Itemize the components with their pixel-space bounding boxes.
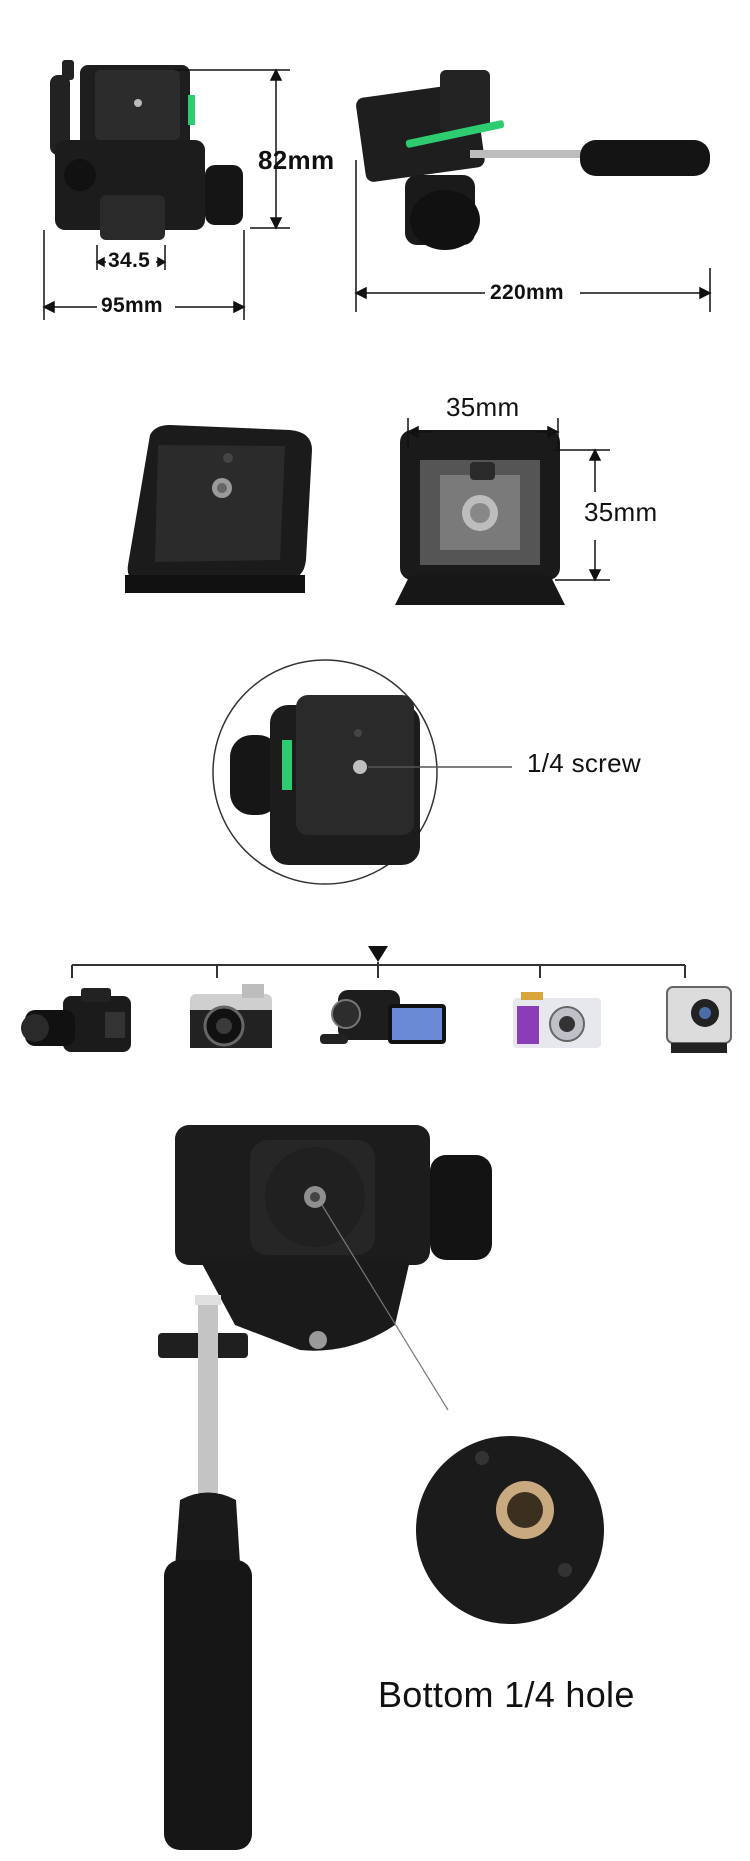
length-label: 220mm — [490, 281, 564, 304]
plate-width-label: 35mm — [446, 392, 520, 422]
tripod-head-front-image — [42, 60, 712, 320]
width-label: 95mm — [101, 294, 163, 317]
dslr-camera-icon — [21, 988, 131, 1052]
compact-camera-icon — [513, 992, 601, 1048]
screw-closeup-image — [212, 659, 512, 885]
mirrorless-camera-icon — [190, 984, 272, 1048]
compatibility-bracket — [71, 946, 686, 978]
height-label: 82mm — [258, 145, 335, 175]
tripod-head-bottom-image — [158, 1125, 604, 1850]
bottom-hole-label: Bottom 1/4 hole — [378, 1674, 635, 1715]
base-label: 34.5 — [108, 249, 151, 272]
quick-release-plate-image — [125, 418, 610, 605]
action-camera-icon — [666, 986, 732, 1053]
screw-label: 1/4 screw — [527, 748, 641, 778]
camcorder-icon — [320, 990, 446, 1044]
plate-height-label: 35mm — [584, 497, 658, 527]
